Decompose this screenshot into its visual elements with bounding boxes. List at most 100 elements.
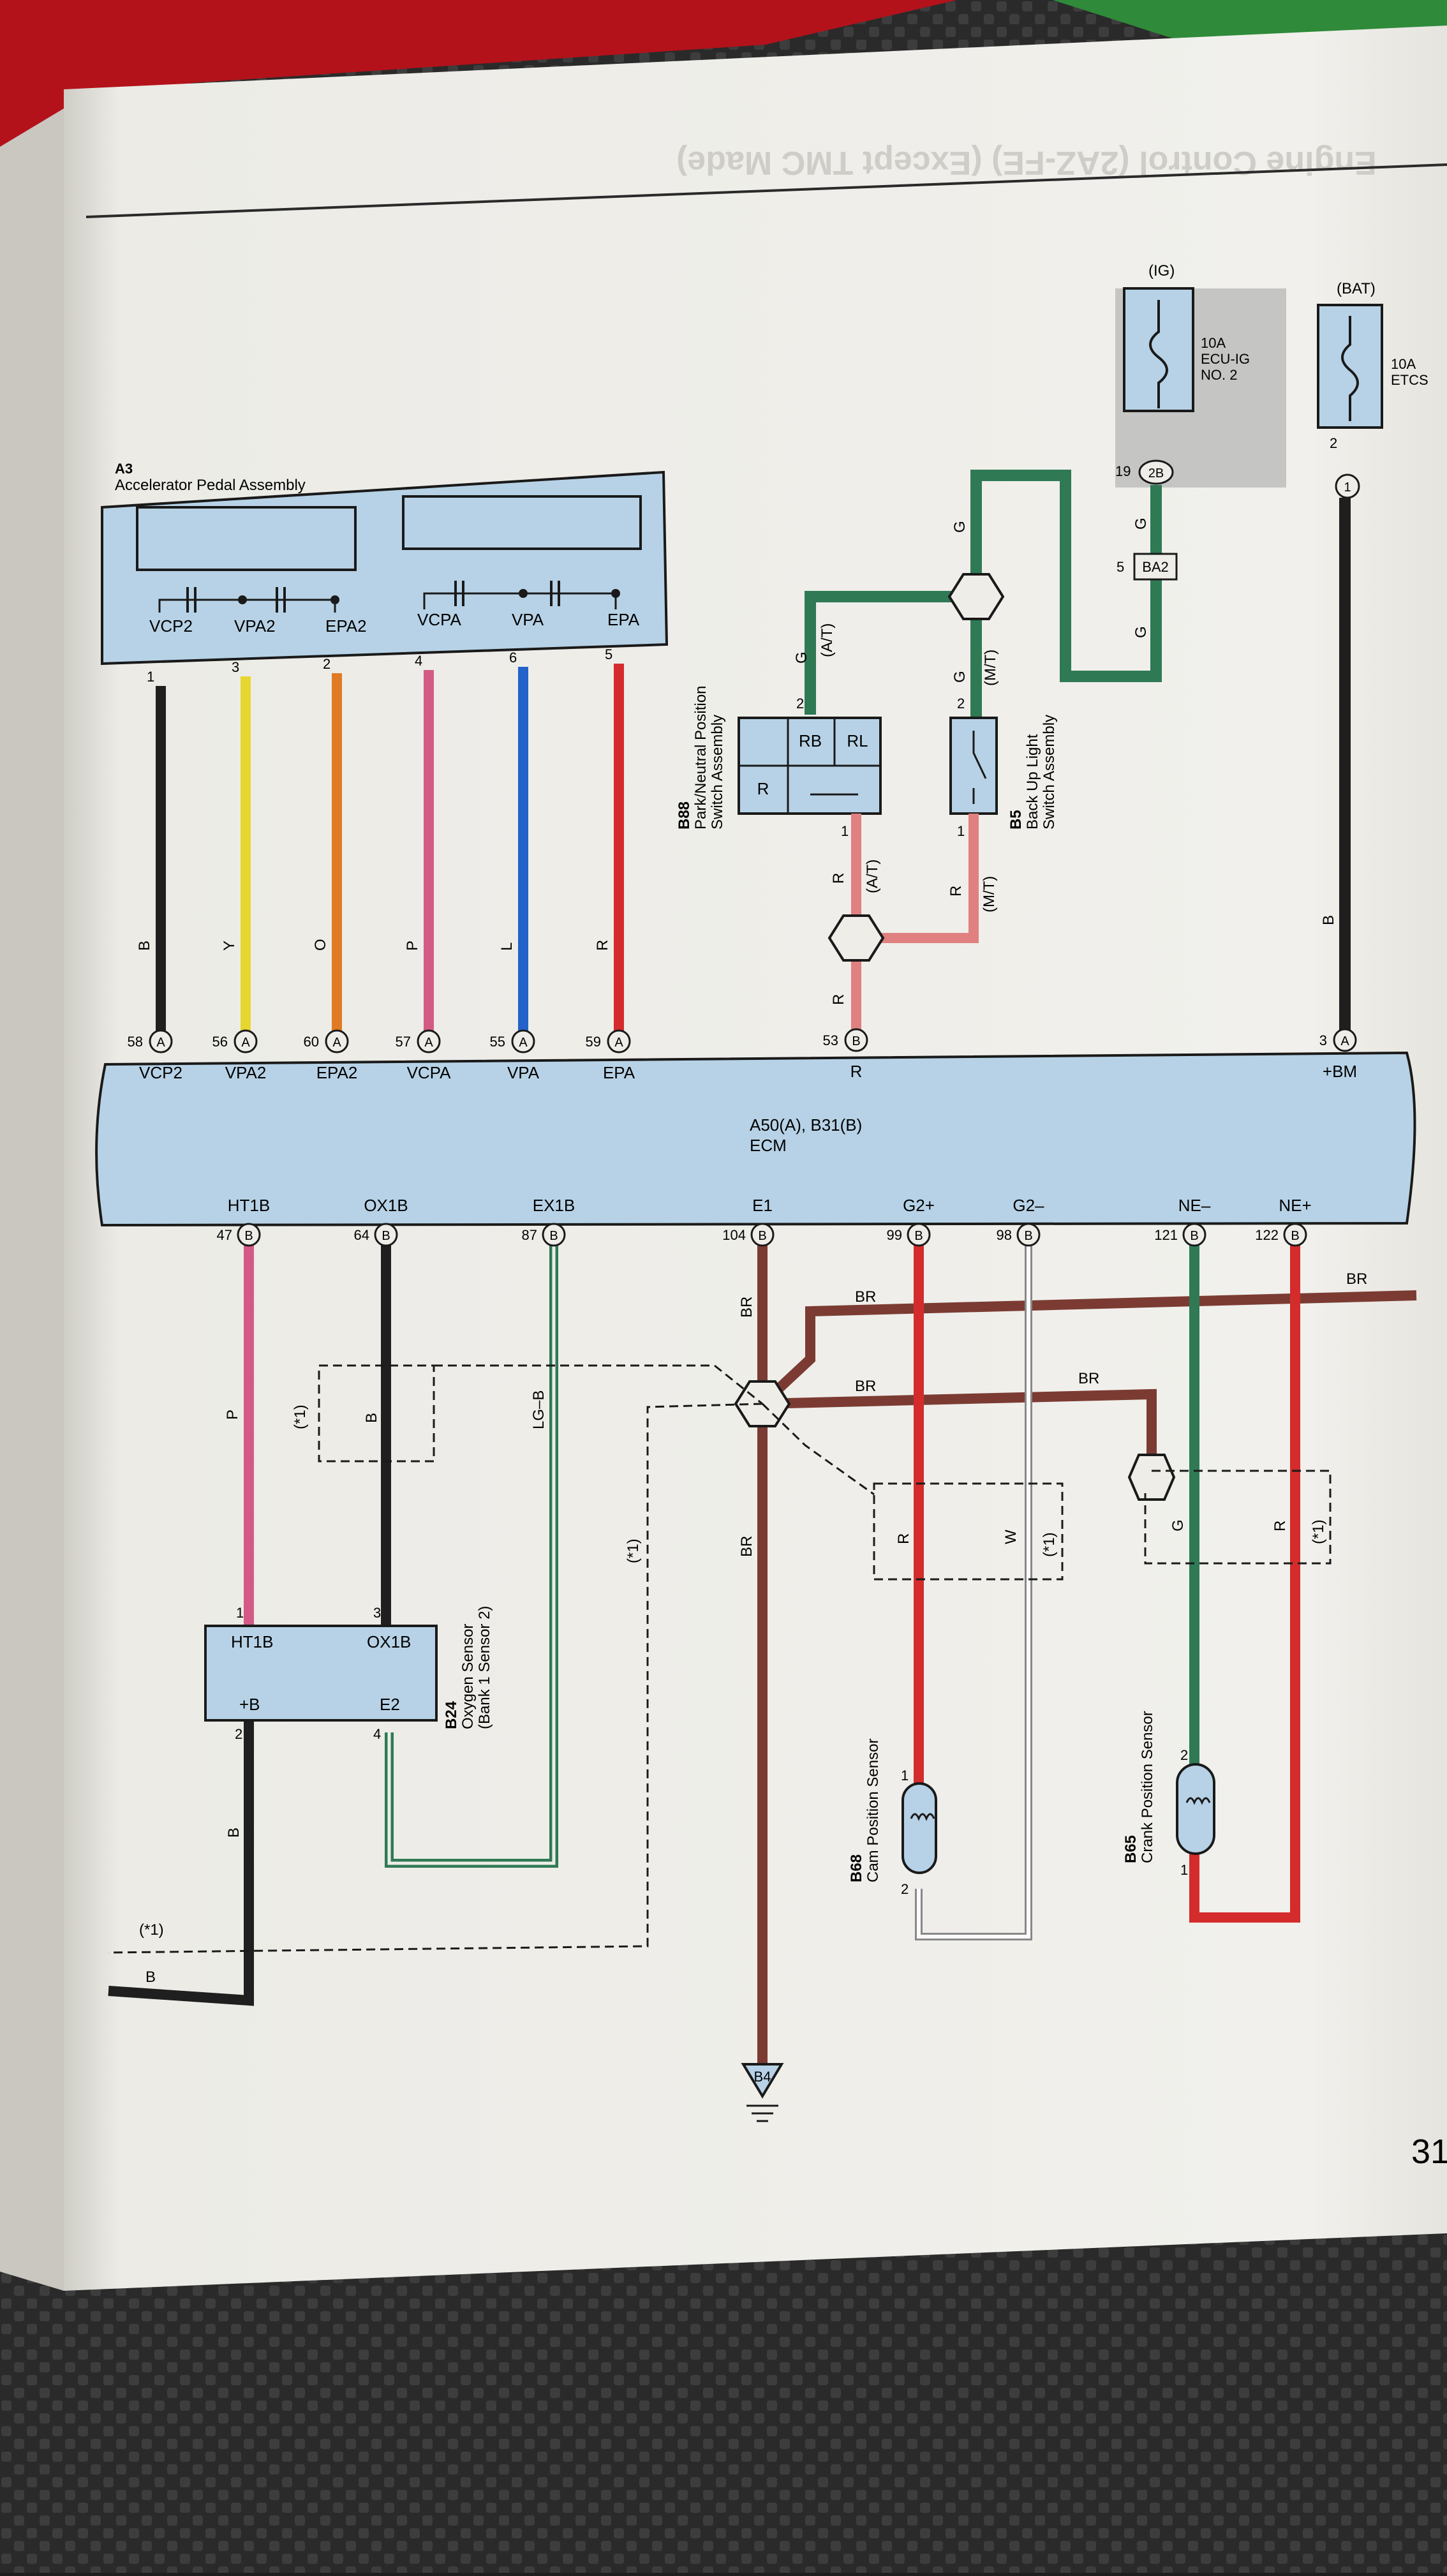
- wire-lgb-stripe: [387, 1235, 556, 1865]
- ecm-bottom-label-2: EX1B: [533, 1196, 575, 1215]
- ecm-conn-epa: [607, 1029, 631, 1053]
- ecm-bottom-pin-1: 64: [354, 1227, 369, 1243]
- ecm-top-conn-1: [1333, 1028, 1357, 1052]
- pin-b88-1: 1: [841, 823, 849, 839]
- b68-caption: B68 Cam Position Sensor: [848, 1739, 882, 1882]
- label-g-ne: G: [1169, 1519, 1187, 1531]
- red-fabric: [0, 0, 957, 147]
- b65-sensor: [1176, 1763, 1215, 1855]
- ecm-pin-epa2: 60: [304, 1034, 319, 1050]
- ecm-bottom-pin-2: 87: [522, 1227, 537, 1243]
- ecm-bottom-pin-6: 121: [1154, 1227, 1178, 1243]
- fuse-bat-rating: 10A: [1391, 356, 1416, 372]
- ecm-bottom-conn-3: [750, 1223, 775, 1247]
- ecm-bottom-label-4: G2+: [903, 1196, 935, 1215]
- a3-name: Accelerator Pedal Assembly: [115, 477, 306, 494]
- b4-ground: [741, 2063, 784, 2099]
- ecm-bottom-label-1: OX1B: [364, 1196, 408, 1215]
- pin-b65-2: 2: [1180, 1747, 1188, 1763]
- label-b-bottom: B: [145, 1969, 156, 1986]
- fuse-bat-symbol: [1341, 316, 1359, 421]
- a3-label-epa2: EPA2: [325, 616, 367, 636]
- ecm-label-vcpa: VCPA: [407, 1063, 452, 1082]
- fuse-bat-conn-label: 1: [1344, 480, 1351, 495]
- pin-b24-1: 1: [236, 1605, 244, 1621]
- label-star1-a: (*1): [292, 1404, 309, 1429]
- ecm-bottom-conn-letter-1: B: [382, 1229, 390, 1243]
- ecm-bottom-label-0: HT1B: [228, 1196, 270, 1215]
- label-at-2: (A/T): [864, 860, 881, 893]
- b88-name1: Park/Neutral Position: [692, 686, 709, 830]
- wire-w-stripe: [917, 1235, 1030, 1939]
- pin-b5-2: 2: [957, 696, 965, 711]
- label-br-5: BR: [1078, 1370, 1099, 1387]
- ecm-bottom-pin-7: 122: [1255, 1227, 1279, 1243]
- label-star1-b: (*1): [625, 1538, 642, 1563]
- ecm-bottom-conn-1: [374, 1223, 398, 1247]
- wire-r-mt: [856, 814, 979, 943]
- b5-code: B5: [1007, 810, 1025, 830]
- a3-pin-vcpa: 4: [415, 653, 422, 669]
- ecm-conn-letter-vpa: A: [519, 1036, 528, 1050]
- label-r-3: R: [830, 994, 847, 1005]
- label-g-5: G: [1132, 626, 1150, 638]
- ecm-bottom-conn-6: [1182, 1223, 1206, 1247]
- a3-pin-epa: 5: [605, 646, 612, 662]
- b88-caption: B88 Park/Neutral Position Switch Assembl…: [676, 686, 726, 830]
- ecm-top-conn-0: [844, 1028, 868, 1052]
- label-g-2: G: [793, 651, 810, 664]
- label-br-1: BR: [738, 1297, 755, 1318]
- ecm-block: [95, 1051, 1416, 1227]
- wire-r-neplus: [1189, 1235, 1300, 1923]
- ecm-top-conn-letter-0: B: [852, 1034, 860, 1048]
- ecm-pin-epa: 59: [586, 1034, 601, 1050]
- fuse-bat-source: (BAT): [1337, 280, 1376, 297]
- ecm-pin-vcp2: 58: [128, 1034, 143, 1050]
- a3-pin-epa2: 2: [323, 656, 330, 672]
- pin-b24-4: 4: [373, 1726, 381, 1742]
- b24-ht1b: HT1B: [231, 1632, 273, 1651]
- fuse-ig-conn-label: 2B: [1148, 466, 1164, 480]
- label-r-g2: R: [895, 1533, 912, 1544]
- b88-rb: RB: [799, 731, 822, 750]
- b65-name: Crank Position Sensor: [1139, 1711, 1156, 1863]
- page-number: 31: [1411, 2133, 1447, 2171]
- wire-color-vpa2: Y: [221, 941, 238, 951]
- ecm-connectors: A50(A), B31(B): [750, 1115, 862, 1135]
- a3-label-vcp2: VCP2: [149, 616, 193, 636]
- ghost-title: Engine Control (2AZ-FE) (Except TMC Made…: [676, 144, 1377, 181]
- b24-ox1b: OX1B: [367, 1632, 411, 1651]
- fuse-ig-name2: NO. 2: [1201, 367, 1237, 383]
- ecm-bottom-conn-letter-2: B: [549, 1229, 558, 1243]
- a3-capacitors: [186, 581, 620, 613]
- b88-code: B88: [676, 801, 693, 830]
- b4-code: B4: [754, 2069, 771, 2085]
- ecm-top-pin-1: 3: [1319, 1032, 1327, 1048]
- ecm-bottom-conn-letter-7: B: [1291, 1229, 1299, 1243]
- ecm-pin-vpa2: 56: [212, 1034, 228, 1050]
- wire-br-upper: [759, 1290, 1417, 1408]
- ecm-bottom-conn-letter-0: B: [244, 1229, 253, 1243]
- ecm-conn-vpa2: [234, 1029, 258, 1053]
- pin-b24-2: 2: [235, 1726, 242, 1742]
- b68-sensor: [902, 1782, 937, 1874]
- b5-name2: Switch Assembly: [1041, 715, 1058, 830]
- wire-color-epa2: O: [312, 939, 329, 951]
- wire-g-at: [805, 591, 976, 715]
- wire-color-vcp2: B: [136, 941, 153, 951]
- label-b-bm: B: [1320, 915, 1337, 925]
- label-star1-c: (*1): [1041, 1532, 1058, 1557]
- label-g-1: G: [951, 521, 968, 533]
- label-r-2: R: [947, 886, 965, 897]
- ecm-label-epa: EPA: [603, 1063, 635, 1082]
- book-edge: [0, 108, 64, 2291]
- ecm-pin-vcpa: 57: [396, 1034, 411, 1050]
- wire-color-vcpa: P: [404, 941, 421, 951]
- ecm-conn-vcp2: [149, 1029, 173, 1053]
- ecm-label-vpa: VPA: [507, 1063, 540, 1082]
- b5-name1: Back Up Light: [1024, 734, 1041, 830]
- a3-sensor-1: [136, 506, 357, 571]
- ecm-top-pin-0: 53: [823, 1032, 838, 1048]
